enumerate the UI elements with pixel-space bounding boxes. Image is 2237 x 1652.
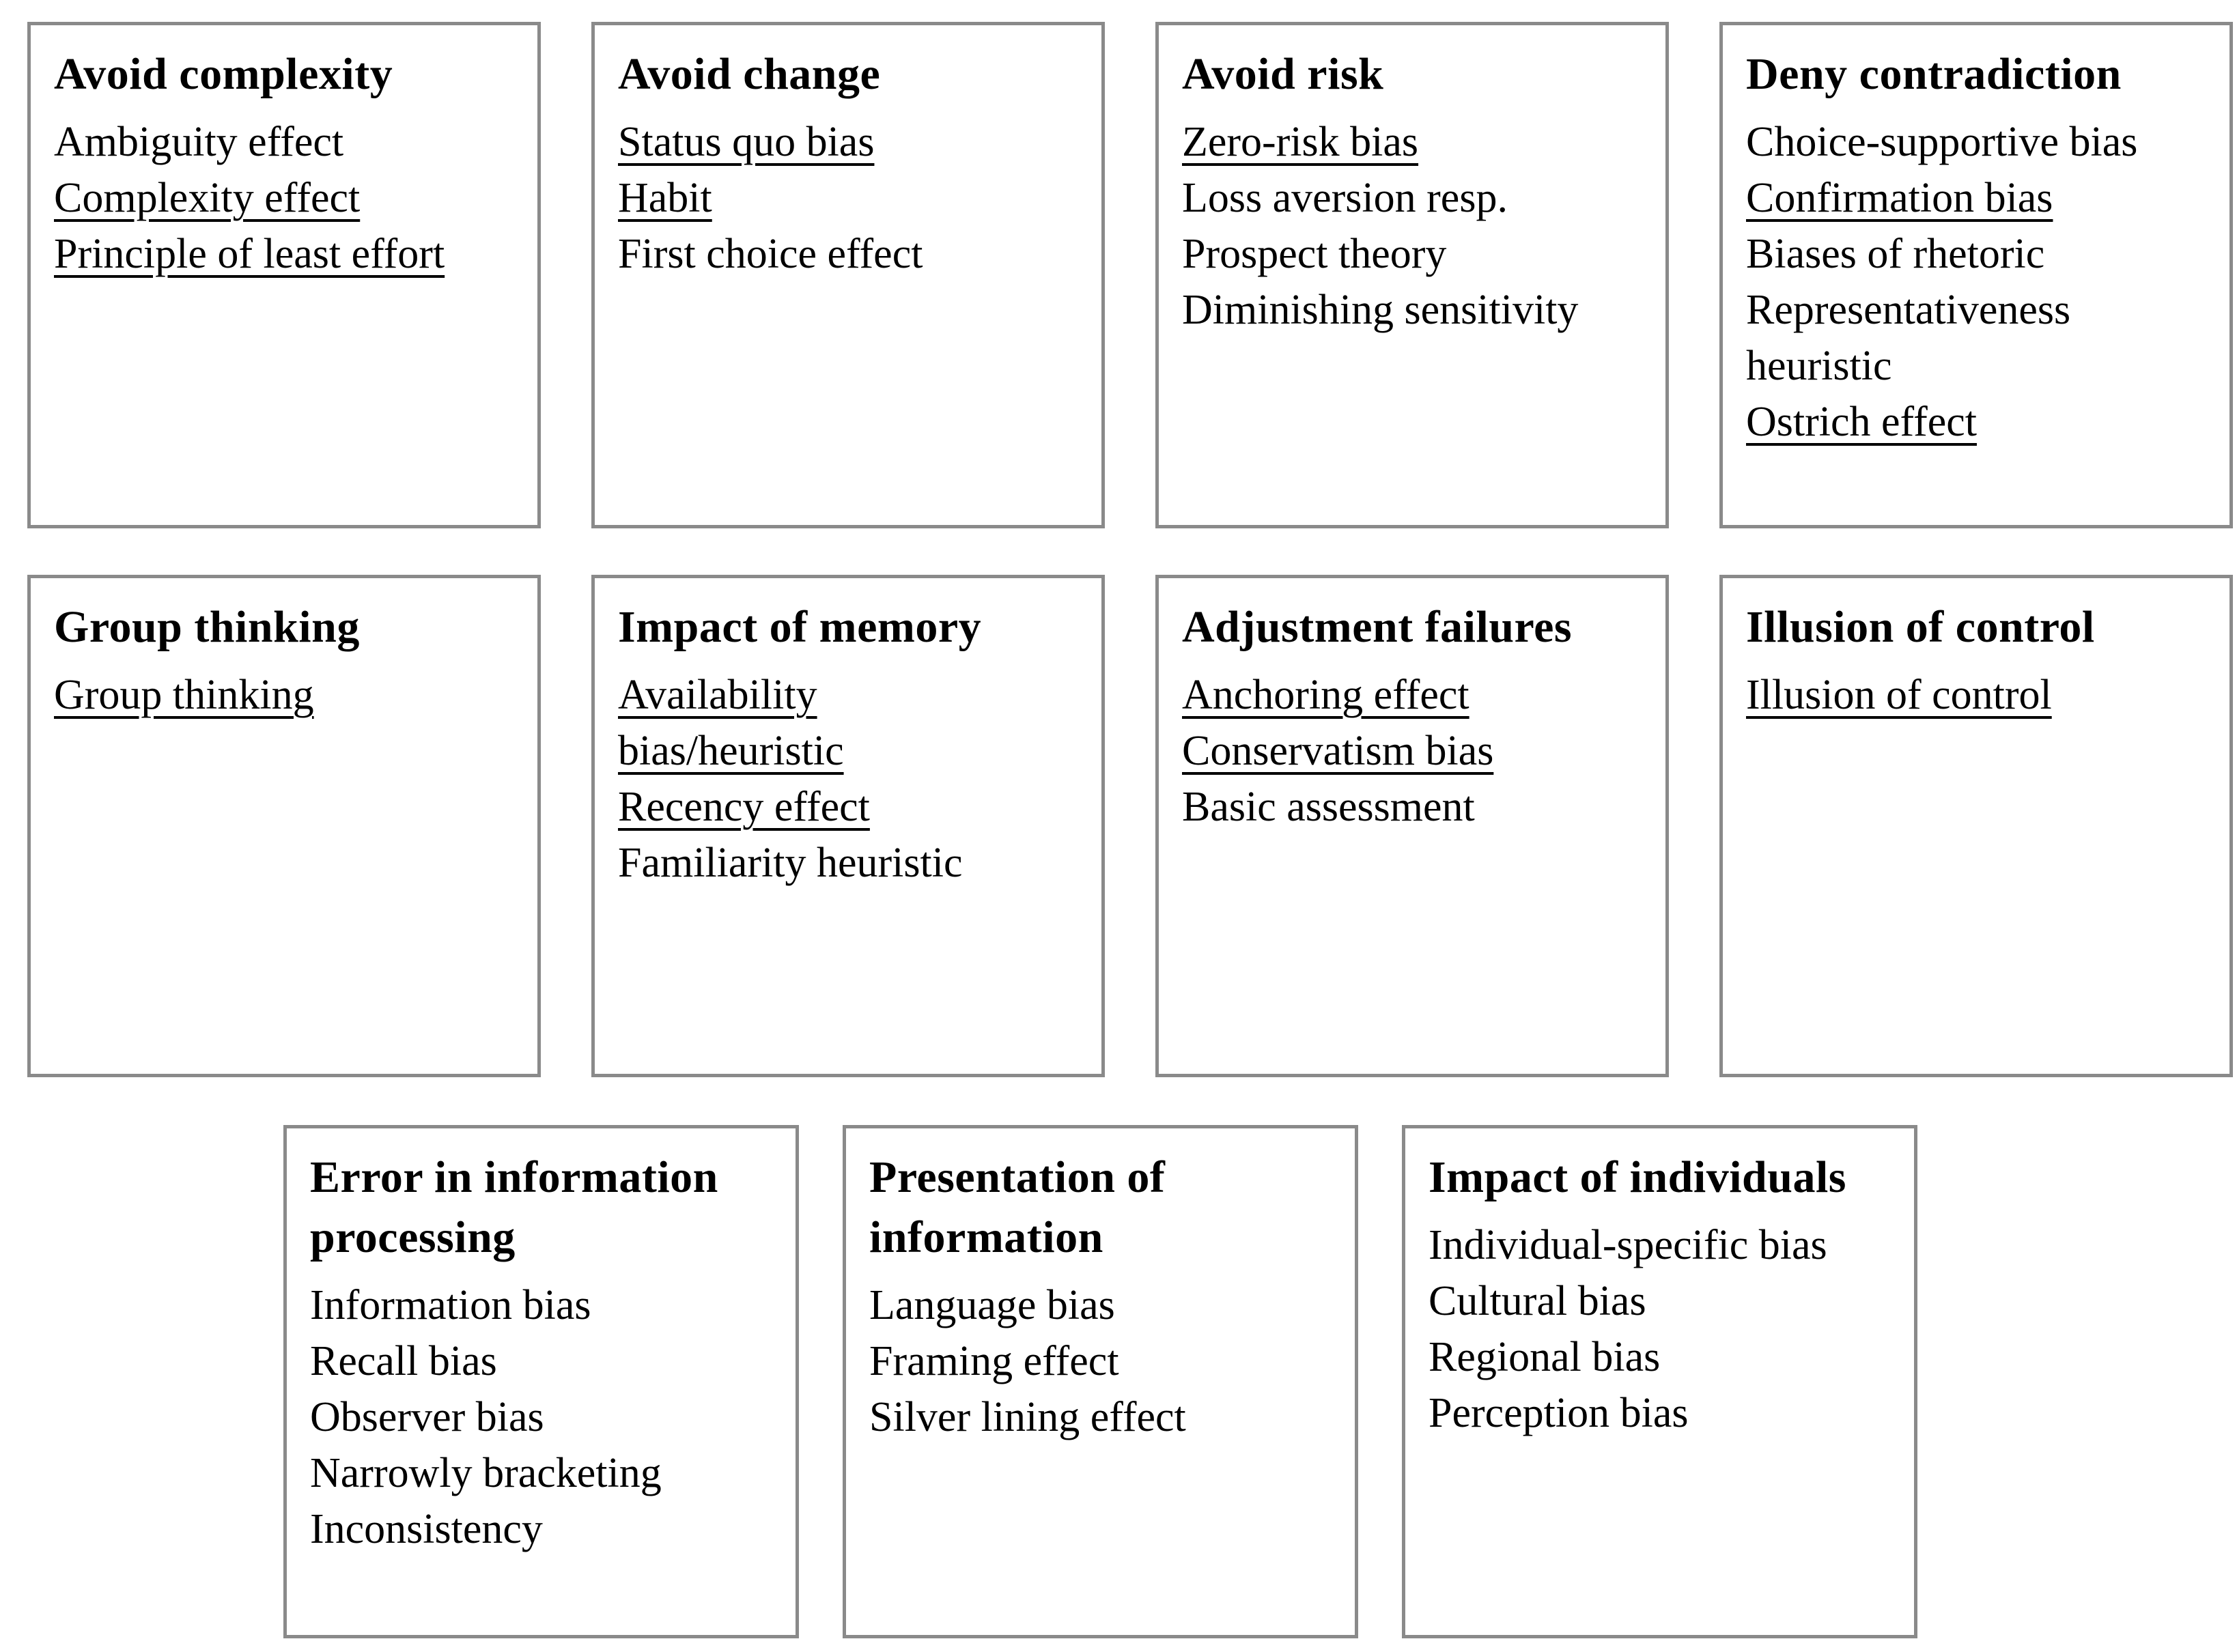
bias-item: Illusion of control — [1746, 672, 2052, 718]
category-title: Deny contradiction — [1746, 49, 2122, 99]
bias-item: Recency effect — [618, 784, 870, 830]
bias-item: Biases of rhetoric — [1746, 231, 2045, 277]
bias-item: Silver lining effect — [869, 1394, 1186, 1440]
bias-item: Ostrich effect — [1746, 399, 1977, 445]
category-items: Illusion of control — [1746, 667, 2206, 723]
bias-item: Narrowly bracketing — [310, 1450, 662, 1496]
bias-item: Status quo bias — [618, 119, 875, 165]
bias-item: Representativeness heuristic — [1746, 287, 2071, 389]
category-box: Illusion of control Illusion of control — [1719, 575, 2233, 1077]
category-box: Group thinking Group thinking — [27, 575, 541, 1077]
category-title: Impact of individuals — [1429, 1152, 1846, 1202]
bias-item: Information bias — [310, 1282, 591, 1328]
category-items: Group thinking — [54, 667, 514, 723]
bias-item: Individual-specific bias — [1429, 1222, 1827, 1268]
bias-item: Ambiguity effect — [54, 119, 344, 165]
bias-item: Basic assessment — [1182, 784, 1475, 830]
bias-item: Loss aversion resp. — [1182, 175, 1508, 221]
bias-item: Principle of least effort — [54, 231, 445, 277]
bias-item: Inconsistency — [310, 1506, 543, 1552]
category-box: Error in information processing Informat… — [283, 1125, 799, 1638]
bias-item: Diminishing sensitivity — [1182, 287, 1579, 333]
category-box: Impact of memory Availability bias/heuri… — [591, 575, 1105, 1077]
bias-item: First choice effect — [618, 231, 923, 277]
bias-item: Conservatism bias — [1182, 728, 1494, 774]
category-title: Group thinking — [54, 602, 360, 652]
bias-item: Confirmation bias — [1746, 175, 2053, 221]
category-box: Deny contradiction Choice-supportive bia… — [1719, 22, 2233, 528]
category-title: Presentation of information — [869, 1152, 1166, 1262]
bias-item: Recall bias — [310, 1338, 497, 1384]
bias-item: Regional bias — [1429, 1334, 1661, 1380]
bias-item: Availability bias/heuristic — [618, 672, 844, 774]
category-box: Presentation of information Language bia… — [843, 1125, 1358, 1638]
bias-item: Cultural bias — [1429, 1278, 1646, 1324]
bias-item: Complexity effect — [54, 175, 361, 221]
bias-item: Prospect theory — [1182, 231, 1447, 277]
bias-item: Observer bias — [310, 1394, 544, 1440]
bias-item: Choice-supportive bias — [1746, 119, 2138, 165]
category-title: Avoid complexity — [54, 49, 393, 99]
bias-item: Zero-risk bias — [1182, 119, 1419, 165]
bias-item: Habit — [618, 175, 712, 221]
category-title: Impact of memory — [618, 602, 982, 652]
bias-item: Anchoring effect — [1182, 672, 1469, 718]
category-box: Impact of individuals Individual-specifi… — [1402, 1125, 1917, 1638]
bias-item: Framing effect — [869, 1338, 1119, 1384]
category-title: Avoid risk — [1182, 49, 1384, 99]
category-title: Illusion of control — [1746, 602, 2095, 652]
bias-item: Language bias — [869, 1282, 1115, 1328]
bias-item: Perception bias — [1429, 1390, 1689, 1436]
category-title: Avoid change — [618, 49, 881, 99]
bias-item: Group thinking — [54, 672, 314, 718]
category-title: Error in information processing — [310, 1152, 718, 1262]
bias-item: Familiarity heuristic — [618, 840, 963, 886]
category-title: Adjustment failures — [1182, 602, 1573, 652]
